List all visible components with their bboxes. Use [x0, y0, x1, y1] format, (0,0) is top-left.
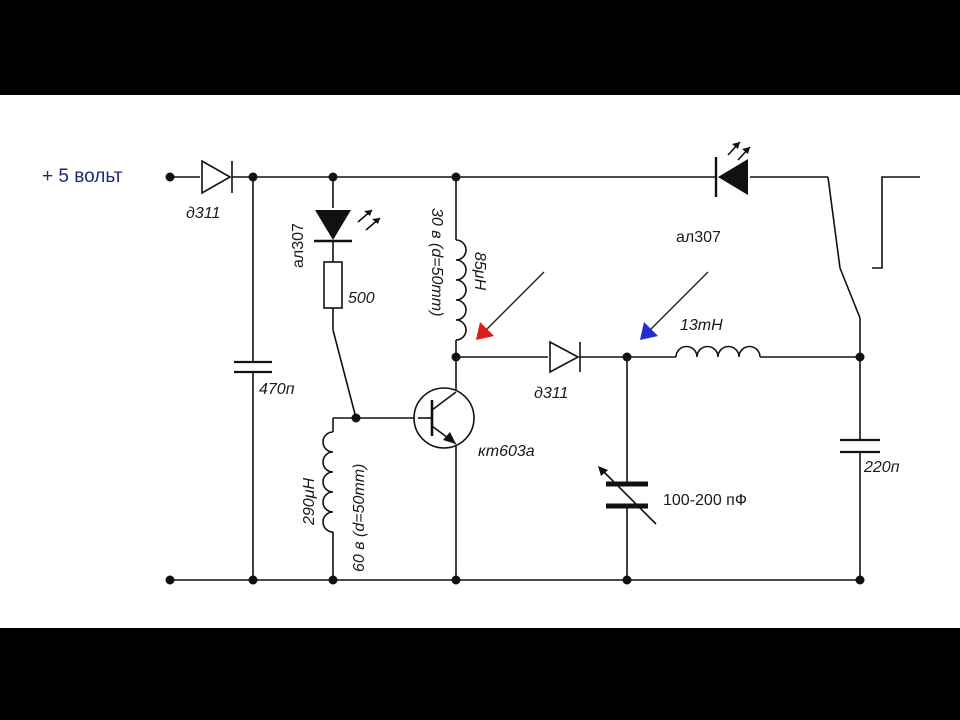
blue-pointer-arrow [640, 271, 709, 340]
diagram-canvas [0, 95, 960, 628]
coil-bottom-symbol [322, 431, 334, 533]
capacitor-right-symbol [840, 438, 880, 454]
coil-bottom-ind-label: 290μН [301, 478, 318, 526]
led-right-symbol [714, 141, 751, 197]
coil-top-ind-label: 85μН [471, 252, 488, 291]
led-right-label: ал307 [676, 229, 721, 246]
coil-top-symbol [455, 239, 467, 341]
cap-left-label: 470п [259, 381, 295, 398]
supply-label: + 5 вольт [42, 166, 123, 187]
inductor-right-label: 13mН [680, 317, 723, 334]
diode-input-label: д311 [186, 205, 220, 222]
diode-mid-label: д311 [534, 385, 568, 402]
junction-dots [165, 172, 865, 585]
diode-input-symbol [201, 159, 233, 195]
transistor-symbol [413, 387, 475, 449]
diode-mid-symbol [549, 340, 581, 374]
red-pointer-arrow [476, 271, 545, 340]
coil-bottom-turns-label: 60 в (d=50mm) [351, 464, 368, 572]
capacitor-left-symbol [234, 360, 272, 374]
cap-right-label: 220п [863, 459, 900, 476]
coil-top-turns-label: 30 в (d=50mm) [428, 208, 445, 316]
var-cap-label: 100-200 пФ [663, 492, 747, 509]
variable-capacitor-symbol [598, 466, 657, 525]
resistor-symbol [323, 261, 343, 309]
inductor-right-symbol [675, 345, 761, 358]
transistor-label: кт603а [478, 443, 535, 460]
led-left-label: ал307 [290, 223, 307, 268]
led-left-symbol [314, 209, 381, 243]
resistor-label: 500 [348, 290, 375, 307]
